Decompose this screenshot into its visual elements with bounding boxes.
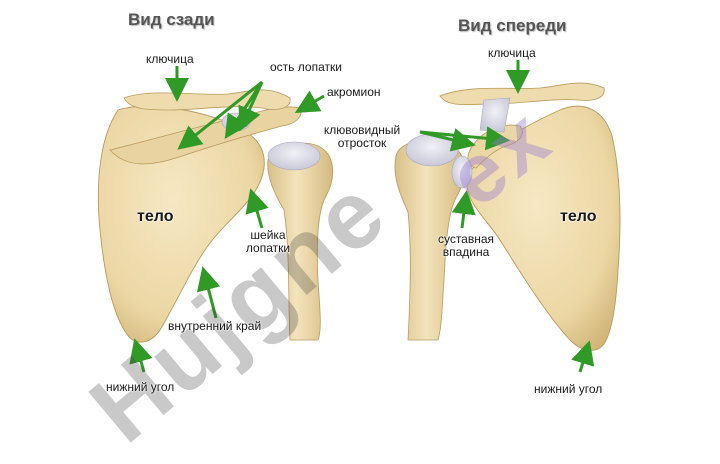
label-back-body: тело: [137, 208, 174, 225]
label-back-neck: шейка лопатки: [236, 229, 300, 255]
title-front-view: Вид спереди: [458, 16, 567, 35]
label-front-coracoid-line2: отросток: [337, 136, 387, 150]
label-front-coracoid-line1: клювовидный: [323, 123, 401, 137]
scapula-diagram: [97, 60, 621, 373]
label-back-inferior-angle: нижний угол: [106, 380, 175, 394]
arrow-back-acromion: [294, 90, 325, 114]
label-back-spine: ость лопатки: [270, 60, 342, 74]
label-back-medial-border: внутренний край: [168, 319, 262, 333]
arrow-back-medial-border: [196, 266, 221, 319]
arrow-back-inferior-angle: [129, 338, 153, 373]
label-arrows: [129, 60, 595, 373]
arrow-front-inferior-angle: [571, 340, 595, 373]
arrow-front-glenoid: [451, 190, 476, 229]
arrow-front-coracoid-2: [419, 126, 510, 151]
back-humerus: [267, 142, 334, 341]
label-front-glenoid: суставная впадина: [424, 233, 508, 259]
title-back-view: Вид сзади: [128, 10, 215, 29]
label-back-neck-line1: шейка: [250, 228, 286, 242]
label-front-coracoid: клювовидный отросток: [306, 124, 418, 150]
label-back-clavicle: ключица: [146, 52, 194, 66]
arrow-back-spine-1: [177, 80, 263, 150]
label-back-neck-line2: лопатки: [245, 241, 291, 255]
front-view: [394, 82, 621, 351]
front-scapula-body: [466, 105, 621, 351]
front-clavicle: [439, 82, 605, 106]
label-front-clavicle: ключица: [488, 46, 536, 60]
back-clavicle: [123, 89, 291, 111]
label-back-acromion: акромион: [327, 85, 381, 99]
label-front-glenoid-line1: суставная: [437, 232, 495, 246]
arrow-back-neck: [245, 188, 269, 229]
arrow-back-spine-3: [238, 81, 264, 132]
label-front-body: тело: [560, 208, 597, 225]
front-glenoid-cartilage: [451, 155, 473, 189]
label-front-inferior-angle: нижний угол: [534, 382, 603, 396]
back-humeral-head-cartilage: [267, 141, 321, 171]
label-front-glenoid-line2: впадина: [442, 245, 490, 259]
